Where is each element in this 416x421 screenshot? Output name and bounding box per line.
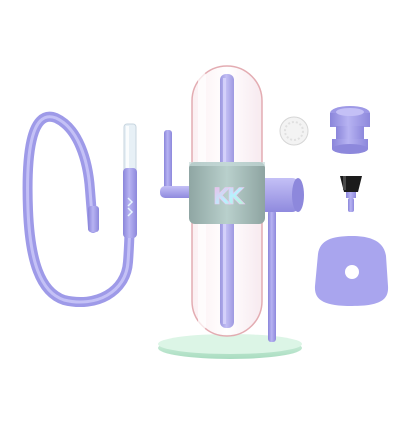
base-stand	[158, 210, 302, 359]
side-arm	[160, 130, 196, 198]
bowl-cap	[330, 106, 370, 154]
mouthpiece-tip	[123, 123, 137, 173]
pad-hole	[345, 265, 359, 279]
center-sleeve: KK	[189, 162, 265, 224]
silicone-pad	[314, 236, 389, 306]
mesh-screen	[279, 116, 309, 146]
mouthpiece-logo-mark	[127, 197, 134, 217]
hose	[22, 111, 135, 307]
brand-logo: KK	[213, 185, 245, 210]
black-nozzle	[340, 176, 362, 212]
hose-end-connector	[88, 206, 99, 232]
pivot-arm	[256, 178, 304, 212]
mouthpiece	[123, 123, 137, 238]
stand-post	[268, 210, 276, 342]
